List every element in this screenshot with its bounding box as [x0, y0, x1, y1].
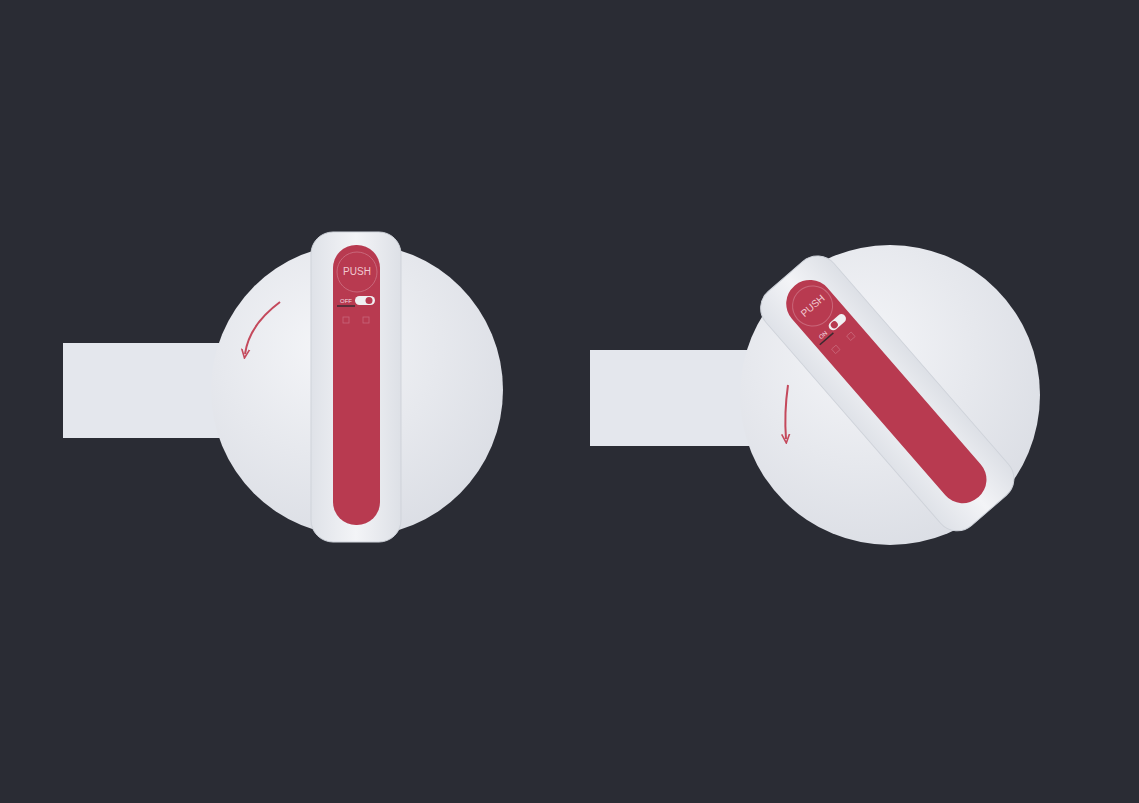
push-button-label: PUSH	[799, 293, 827, 319]
handle	[752, 247, 1023, 540]
knob-off	[63, 232, 503, 542]
rotation-arrow	[245, 302, 280, 354]
dial-disc	[740, 245, 1040, 545]
push-button-label: PUSH	[343, 267, 371, 277]
rotation-arrow	[785, 385, 788, 439]
switch-state-label: OFF	[340, 298, 352, 304]
knob-on	[590, 245, 1040, 545]
dial-disc	[211, 244, 503, 536]
handle	[311, 232, 401, 542]
switch-state-label: ON	[818, 329, 829, 339]
shaft-tab	[590, 350, 762, 446]
